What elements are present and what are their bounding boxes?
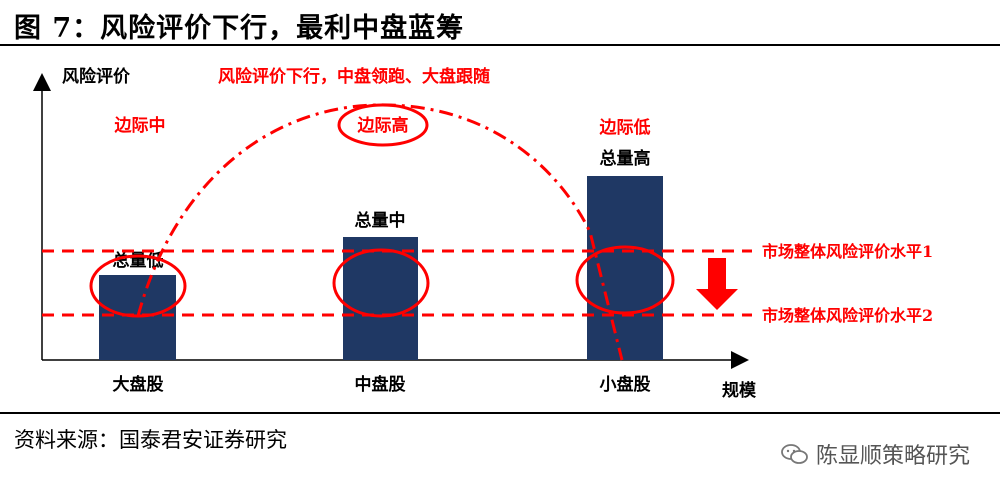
title-rule: [0, 44, 1000, 46]
curve-label: 风险评价下行，中盘领跑、大盘跟随: [218, 66, 490, 87]
bar-mid-cap: [343, 237, 418, 360]
level-1-label: 市场整体风险评价水平1: [762, 242, 933, 261]
watermark: 陈显顺策略研究: [780, 438, 970, 470]
wechat-icon: [781, 444, 808, 464]
x-axis-label: 规模: [722, 380, 757, 401]
total-label-large: 总量低: [113, 250, 164, 271]
category-label-large: 大盘股: [113, 374, 164, 395]
down-arrow-icon: [696, 258, 738, 310]
ellipse-small: [575, 245, 675, 315]
risk-diagram: 风险评价 规模 总量低 总量中 总量高 大盘股 中盘股 小盘股 市场整体风险评价…: [33, 66, 933, 401]
total-label-mid: 总量中: [355, 210, 406, 231]
marginal-label-large: 边际中: [114, 115, 166, 136]
bar-large-cap: [99, 275, 176, 360]
ellipse-mid: [332, 248, 430, 318]
marginal-label-mid: 边际高: [357, 115, 409, 136]
ellipse-marginal-mid: [337, 103, 429, 147]
source-note: 资料来源：国泰君安证券研究: [14, 428, 287, 452]
category-label-mid: 中盘股: [355, 374, 406, 395]
source-rule: [0, 412, 1000, 414]
category-label-small: 小盘股: [600, 374, 651, 395]
y-axis-label: 风险评价: [62, 66, 131, 87]
level-2-label: 市场整体风险评价水平2: [762, 306, 933, 325]
marginal-label-small: 边际低: [599, 117, 651, 138]
total-label-small: 总量高: [600, 148, 651, 169]
watermark-text: 陈显顺策略研究: [815, 444, 970, 469]
figure-title: 图 7：风险评价下行，最利中盘蓝筹: [14, 13, 465, 44]
